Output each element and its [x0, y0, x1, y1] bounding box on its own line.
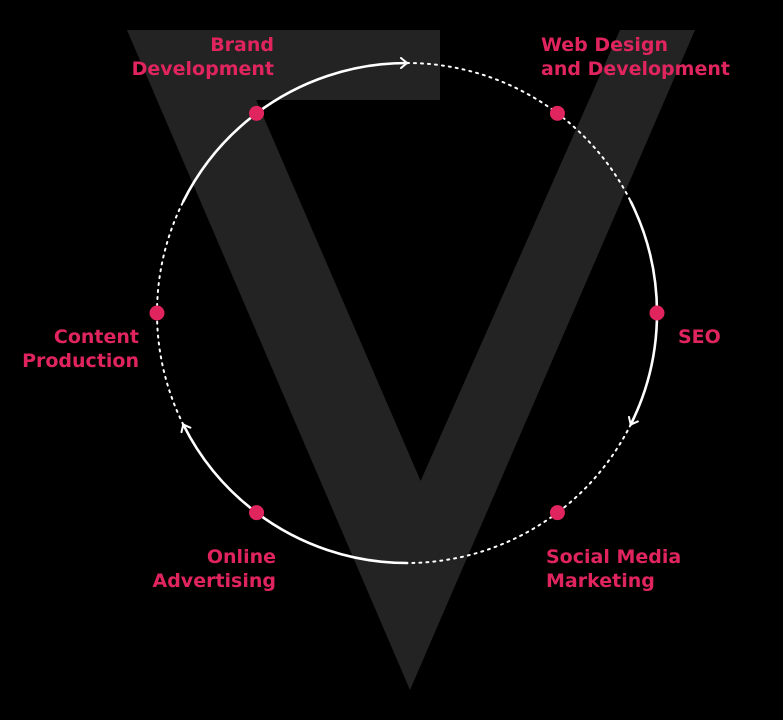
ring-dotted-arc [556, 423, 632, 514]
ring-solid-arc [255, 511, 409, 565]
node-dot-content-production [149, 305, 165, 321]
cycle-nodes [149, 105, 665, 521]
ring-solid-arc [629, 200, 659, 315]
label-social-media-marketing: Social Media Marketing [546, 545, 681, 593]
ring-dotted-arc [406, 511, 559, 564]
label-seo: SEO [678, 325, 721, 349]
v-logo-top-bar [226, 30, 440, 100]
label-line: Advertising [152, 570, 277, 592]
node-dot-seo [649, 305, 665, 321]
node-dot-brand-development [249, 105, 265, 121]
label-content-production: Content Production [0, 325, 139, 373]
label-line: Social Media [546, 546, 682, 568]
ring-dotted-arc [406, 62, 559, 115]
label-line: Brand [210, 34, 274, 56]
label-line: Content [53, 326, 139, 348]
v-logo-right-stroke [410, 30, 695, 690]
label-brand-development: Brand Development [100, 33, 274, 81]
ring-dotted-arc [556, 112, 632, 203]
node-dot-web-design-and-development [549, 105, 565, 121]
label-online-advertising: Online Advertising [100, 545, 277, 593]
node-dot-online-advertising [249, 505, 265, 521]
label-line: Marketing [546, 570, 655, 592]
label-line: SEO [678, 326, 721, 348]
v-logo-left-stroke [127, 30, 431, 690]
node-dot-social-media-marketing [549, 505, 565, 521]
label-line: Web Design [541, 34, 668, 56]
ring-dotted-arc [156, 200, 185, 314]
ring-solid-arrow-arc [627, 311, 659, 426]
label-line: Production [22, 350, 139, 372]
label-line: Development [131, 58, 274, 80]
label-web-design-and-development: Web Design and Development [541, 33, 730, 81]
cycle-ring [156, 57, 659, 565]
v-logo-watermark [127, 30, 695, 690]
ring-solid-arrow-arc [180, 423, 258, 514]
label-line: Online [206, 546, 276, 568]
label-line: and Development [541, 58, 730, 80]
ring-dotted-arc [156, 312, 185, 426]
ring-solid-arrow-arc [255, 57, 409, 115]
ring-solid-arc [181, 112, 258, 203]
